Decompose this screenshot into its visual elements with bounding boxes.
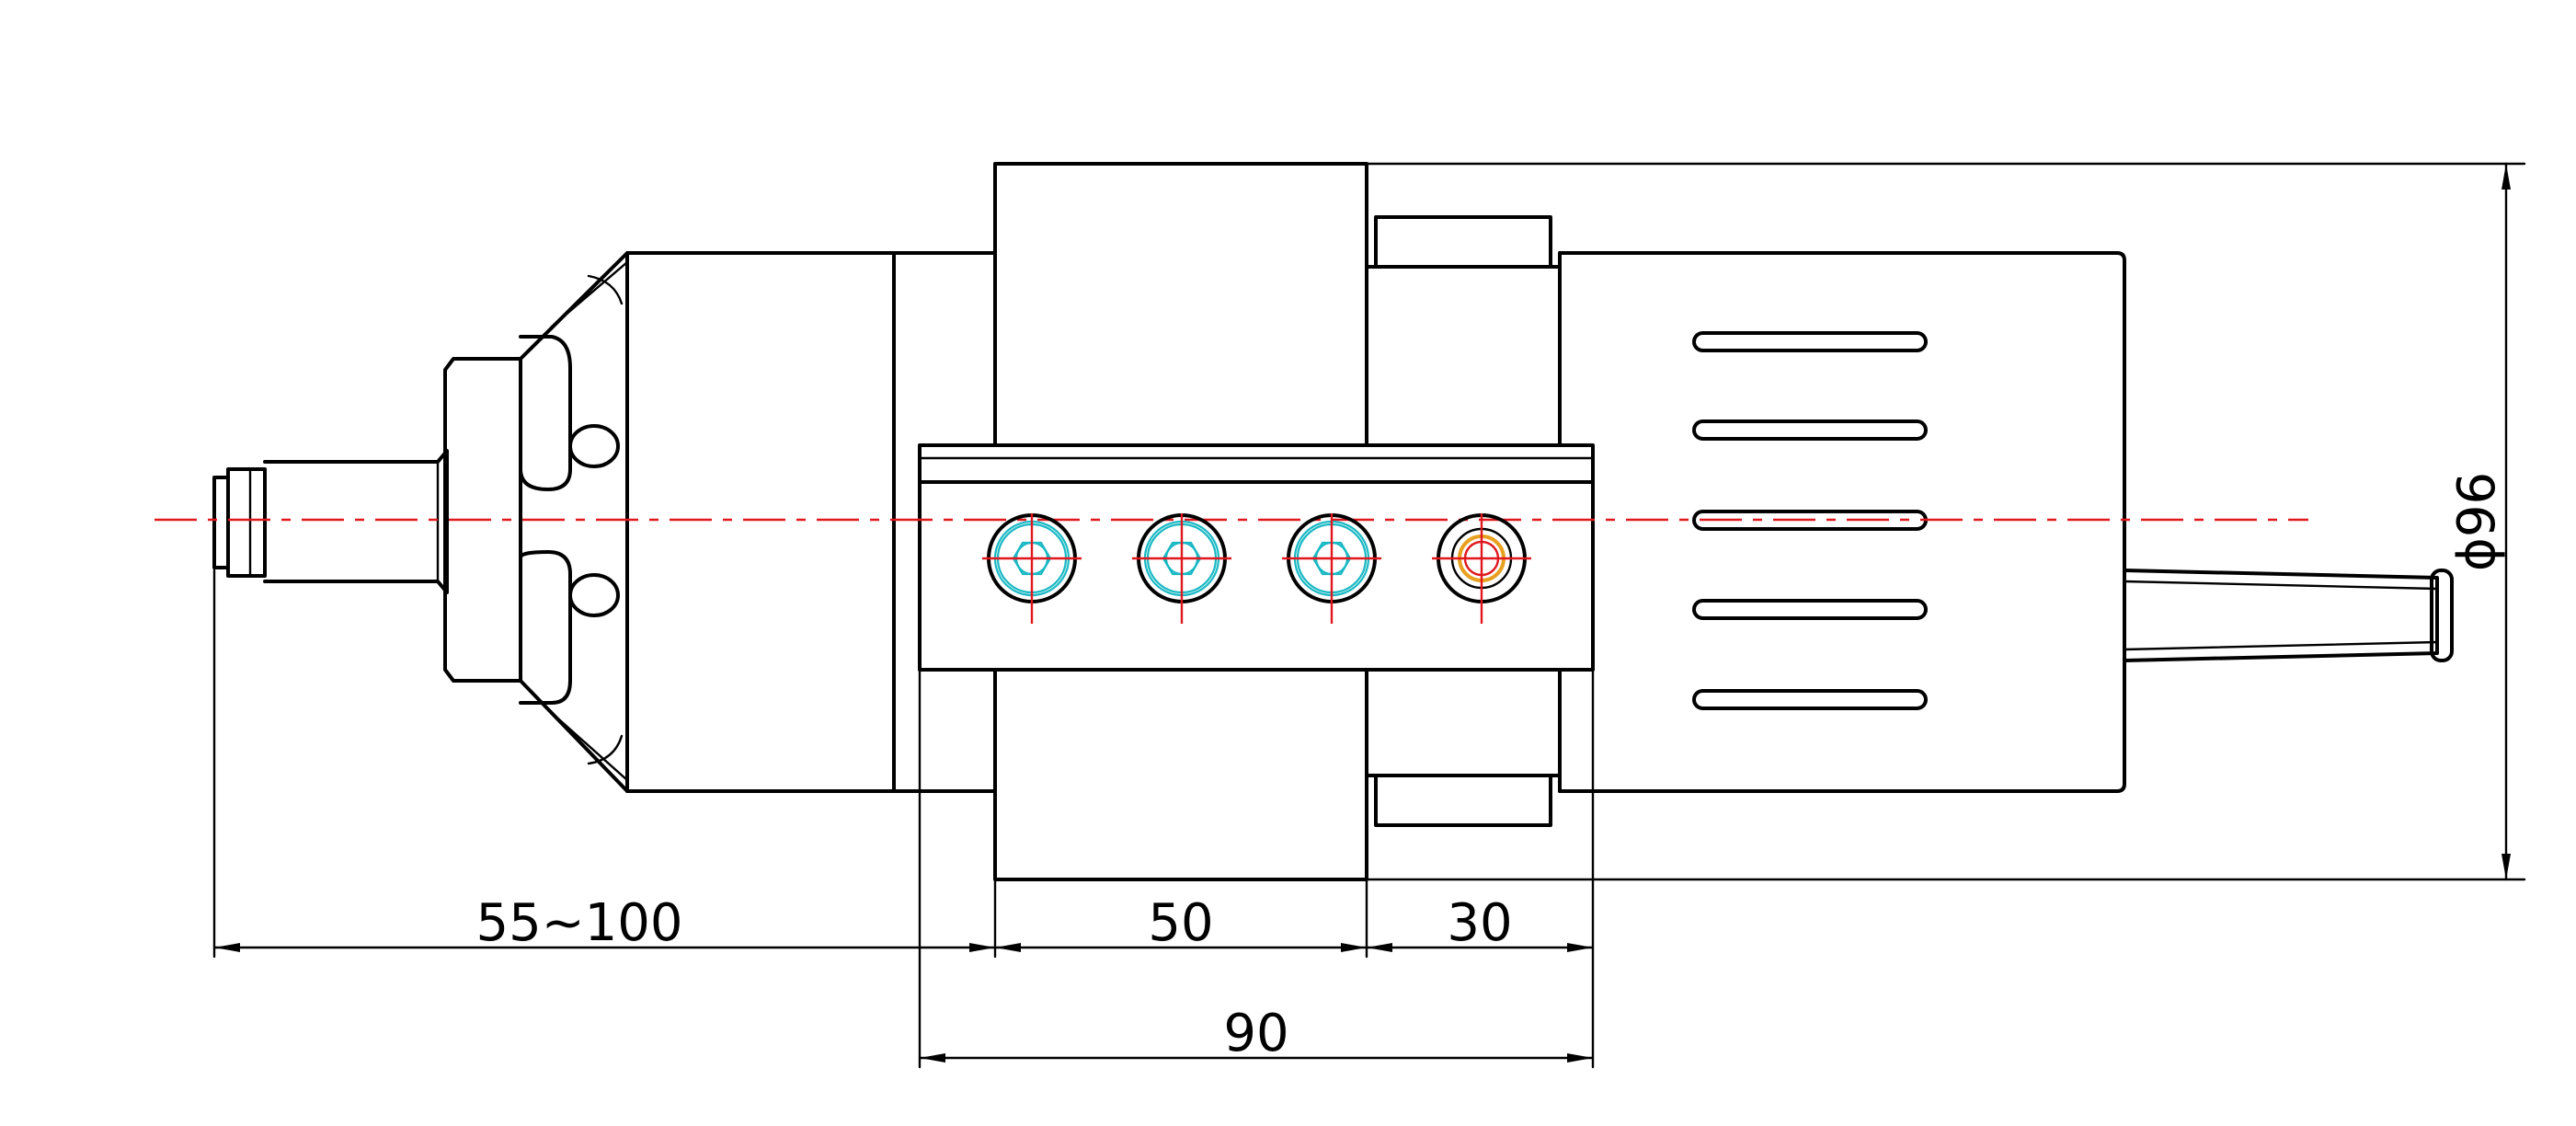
cooling-fins <box>1692 331 1928 710</box>
fluid-port <box>1432 513 1531 624</box>
cable-gland <box>2123 569 2454 662</box>
vent-hole-upper <box>568 424 620 468</box>
cooling-fin-4 <box>1692 599 1928 620</box>
cooling-fin-5 <box>1692 689 1928 710</box>
vent-hole-lower <box>568 573 620 617</box>
hex-socket-screw-2 <box>1132 513 1231 624</box>
dim-right-width: 30 <box>1447 893 1512 953</box>
cone-section <box>519 251 629 793</box>
shaft-nose <box>212 449 449 594</box>
dim-diameter: ϕ96 <box>2447 472 2507 571</box>
dimension-lines <box>212 162 2526 1069</box>
cooling-fin-1 <box>1692 331 1928 352</box>
hex-socket-screw-3 <box>1282 513 1381 624</box>
dim-total-width: 90 <box>1223 1004 1288 1063</box>
dim-left-length: 55~100 <box>475 893 682 953</box>
cooling-fin-2 <box>1692 419 1928 441</box>
hex-socket-screw-1 <box>982 513 1082 624</box>
dim-middle-width: 50 <box>1148 893 1213 953</box>
